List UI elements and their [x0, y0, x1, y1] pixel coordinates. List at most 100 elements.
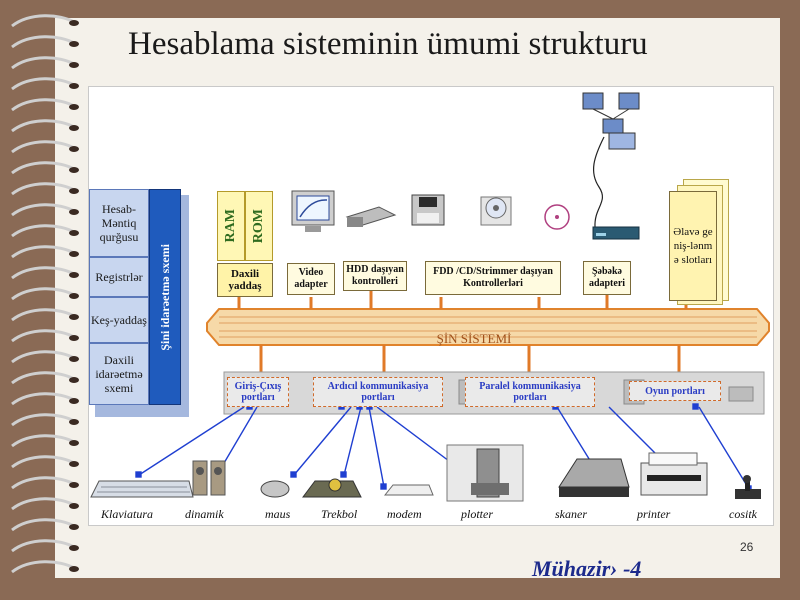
speaker-icon [192, 460, 226, 496]
internal-memory-label: Daxili yaddaş [217, 263, 273, 297]
spiral-coil [11, 98, 75, 112]
hdd-icon [345, 206, 397, 227]
spiral-hole [69, 419, 79, 425]
network-adapter: Şəbəkə adapteri [583, 261, 631, 295]
spiral-hole [69, 398, 79, 404]
spiral-coil [11, 182, 75, 196]
device-label-keyboard: Klaviatura [101, 507, 154, 521]
spiral-coil [11, 308, 75, 322]
spiral-hole [69, 461, 79, 467]
cd-drive-icon [480, 196, 512, 226]
cpu-alu: Hesab-Məntiq qurğusu [89, 189, 149, 257]
spiral-hole [69, 566, 79, 572]
io-ports: Giriş-Çıxış portları [227, 377, 289, 407]
spiral-coil [11, 14, 75, 28]
device-label-plotter: plotter [461, 507, 493, 521]
computer-network-icon [582, 92, 640, 150]
fdd-cd-controllers: FDD /CD/Strimmer daşıyan Kontrollerləri [425, 261, 561, 295]
spiral-coil [11, 140, 75, 154]
device-label-speaker: dinamik [185, 507, 224, 521]
spiral-coil [11, 266, 75, 280]
hdd-controller: HDD daşıyan kontrolleri [343, 261, 407, 291]
structure-diagram: ŞİN SİSTEMİ [90, 92, 770, 502]
spiral-coil [11, 371, 75, 385]
device-label-scanner: skaner [555, 507, 587, 521]
spiral-coil [11, 350, 75, 364]
network-switch-icon [592, 226, 640, 240]
spiral-coil [11, 455, 75, 469]
printer-icon [640, 452, 708, 496]
network-cable [592, 136, 605, 228]
spiral-coil [11, 245, 75, 259]
cpu-control-unit: Daxili idarəetmə sxemi [89, 343, 149, 405]
device-label-trackball: Trekbol [321, 507, 358, 521]
spiral-hole [69, 482, 79, 488]
spiral-coil [11, 161, 75, 175]
slide-title: Hesablama sisteminin ümumi strukturu [128, 26, 648, 62]
spiral-coil [11, 329, 75, 343]
rom-block: ROM [245, 191, 273, 261]
spiral-hole [69, 125, 79, 131]
serial-ports: Ardıcıl kommunikasiya portları [313, 377, 443, 407]
bus-stripes [219, 316, 757, 338]
spiral-hole [69, 188, 79, 194]
spiral-hole [69, 524, 79, 530]
diagram-frame: ŞİN SİSTEMİ [88, 86, 774, 526]
spiral-coil [11, 560, 75, 574]
floppy-icon [411, 194, 445, 226]
device-label-printer: printer [637, 507, 671, 521]
spiral-coil [11, 35, 75, 49]
video-adapter: Video adapter [287, 263, 335, 295]
device-label-joystick: cositk [729, 507, 757, 521]
spiral-hole [69, 41, 79, 47]
spiral-hole [69, 146, 79, 152]
spiral-hole [69, 335, 79, 341]
spiral-coil [11, 203, 75, 217]
bus-label: ŞİN SİSTEMİ [437, 331, 512, 346]
spiral-coil [11, 497, 75, 511]
spiral-hole [69, 314, 79, 320]
streamer-icon [544, 204, 570, 230]
parallel-ports: Paralel kommunikasiya portları [465, 377, 595, 407]
spiral-coil [11, 413, 75, 427]
device-label-mouse: maus [265, 507, 291, 521]
cpu-side-label: Şini idarəetmə sxemi [157, 243, 172, 351]
device-label-modem: modem [387, 507, 422, 521]
cpu-registers: Registrlər [89, 257, 149, 297]
mouse-icon [260, 480, 290, 498]
spiral-hole [69, 293, 79, 299]
spiral-hole [69, 503, 79, 509]
spiral-hole [69, 167, 79, 173]
spiral-coil [11, 77, 75, 91]
page-number: 26 [740, 540, 754, 554]
spiral-coil [11, 224, 75, 238]
spiral-hole [69, 251, 79, 257]
spiral-hole [69, 377, 79, 383]
cpu-cache: Keş-yaddaş [89, 297, 149, 343]
spiral-coil [11, 392, 75, 406]
modem-icon [383, 484, 434, 496]
spiral-coil [11, 476, 75, 490]
spiral-hole [69, 104, 79, 110]
lecture-footer: Mühazir› -4 [532, 556, 642, 581]
spiral-hole [69, 209, 79, 215]
monitor-icon [291, 190, 335, 232]
spiral-coil [11, 56, 75, 70]
spiral-coil [11, 119, 75, 133]
spiral-hole [69, 545, 79, 551]
game-ports: Oyun portları [629, 381, 721, 401]
spiral-hole [69, 83, 79, 89]
expansion-slots: Əlavə geniş-lənmə slotları [669, 191, 717, 301]
spiral-hole [69, 272, 79, 278]
spiral-binding [11, 14, 79, 574]
spiral-hole [69, 62, 79, 68]
cpu-bus-controller: Şini idarəetmə sxemi [149, 189, 181, 405]
plotter-icon [446, 444, 524, 502]
spiral-coil [11, 434, 75, 448]
ram-block: RAM [217, 191, 245, 261]
spiral-hole [69, 230, 79, 236]
trackball-icon [302, 478, 362, 498]
spiral-hole [69, 20, 79, 26]
scanner-icon [558, 458, 630, 497]
